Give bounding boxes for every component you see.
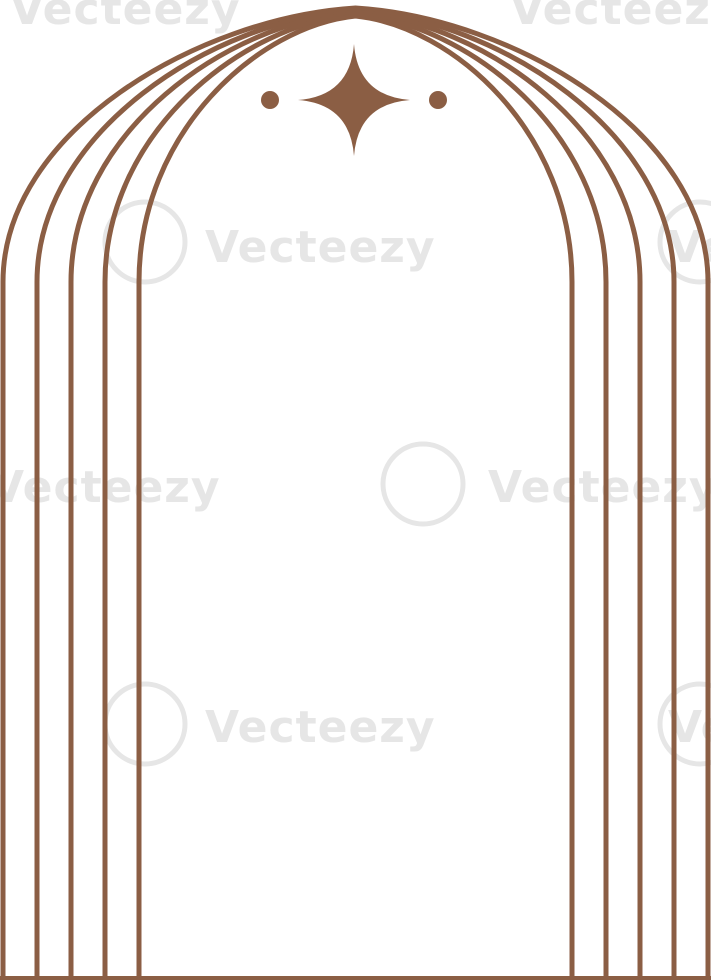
watermark-text: Vecteezy [0,462,221,513]
arch-lines-group [0,5,711,980]
dot-icon [429,91,447,109]
watermark-text: Vecteezy [205,222,436,273]
vecteezy-logo-icon [380,441,466,527]
top-ornament [261,44,447,156]
vecteezy-logo-icon [102,199,188,285]
four-point-star-icon [298,44,410,156]
watermark-text: Vecteezy [488,462,711,513]
dot-icon [261,91,279,109]
watermark-text: Vecteezy [10,0,241,35]
vecteezy-logo-icon [102,681,188,767]
watermark-text: Vecteezy [205,702,436,753]
vecteezy-logo-icon [657,199,711,285]
watermark-text: Vecteezy [510,0,711,35]
vecteezy-logo-icon [657,681,711,767]
arch-line [136,13,575,980]
